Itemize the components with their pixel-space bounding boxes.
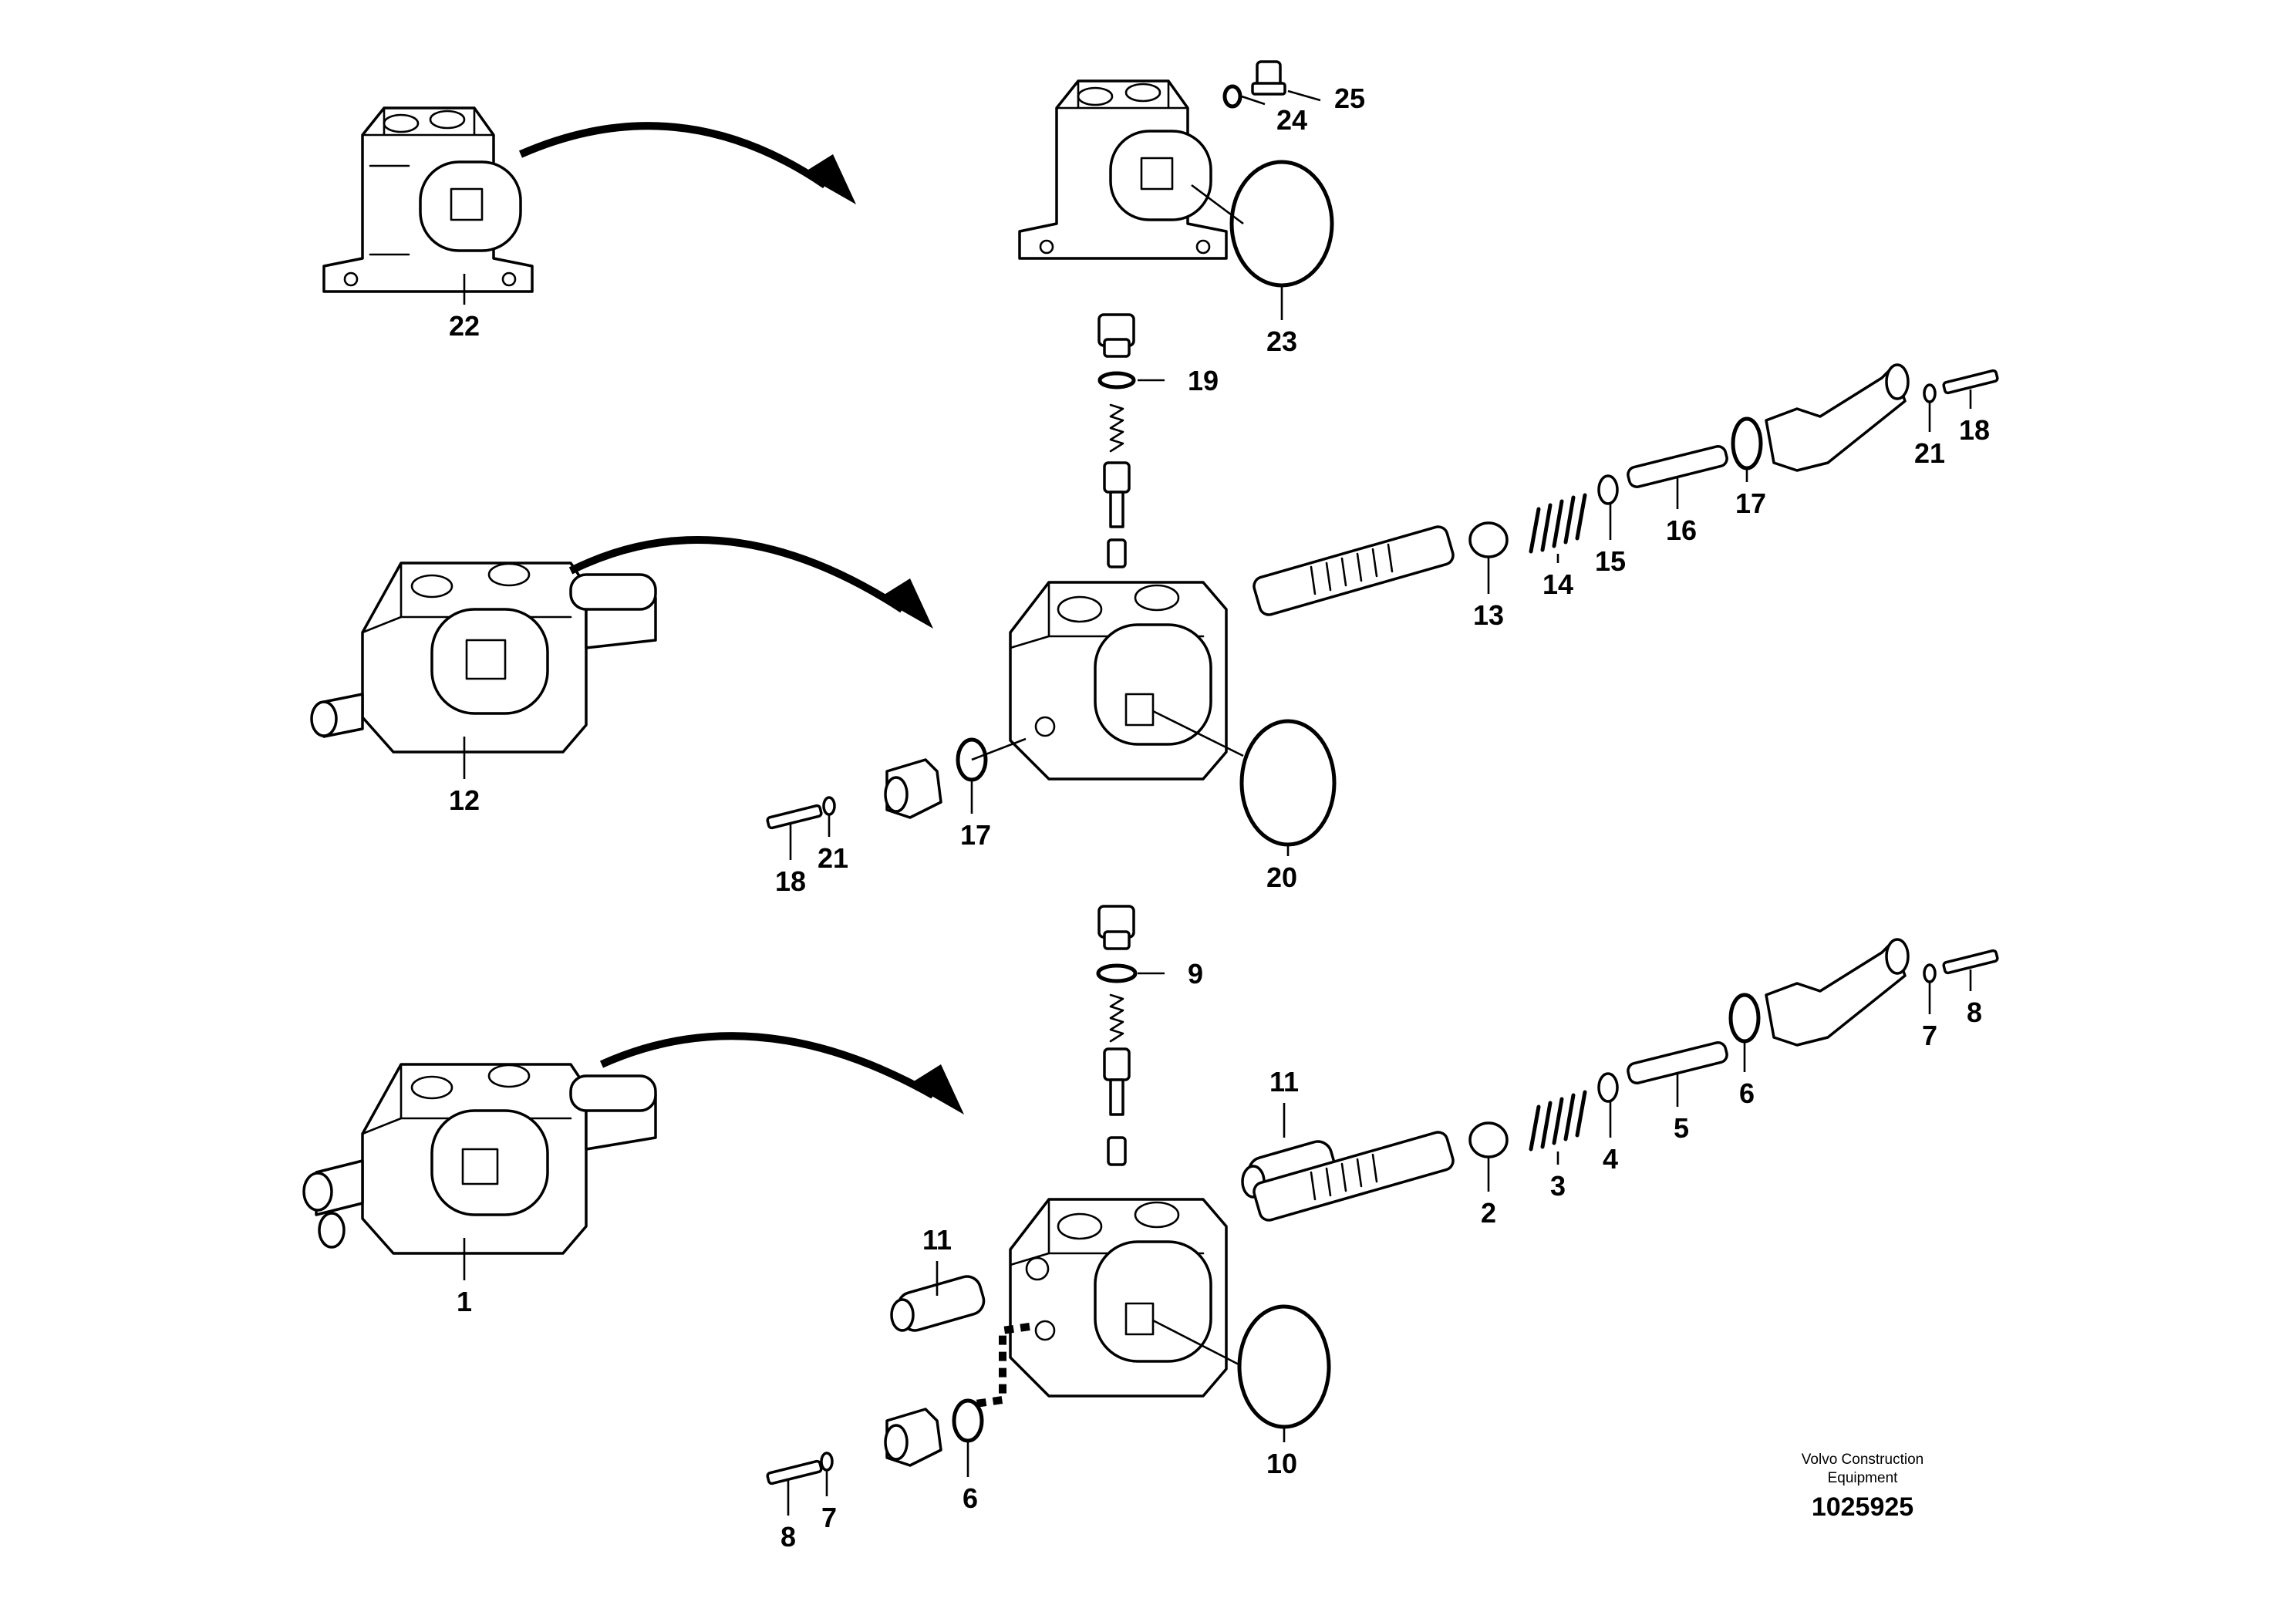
end-section-assembly-22 [1018,79,1228,260]
plug-19 [1097,313,1135,358]
leader-lines [463,89,1972,1516]
o-ring-23 [1229,160,1334,288]
callout-7-lower: 7 [821,1502,837,1533]
callout-17-upper: 17 [1735,487,1766,519]
bolt-8-lower [766,1459,823,1485]
o-ring-24 [1222,84,1242,109]
plug-9 [1097,905,1135,950]
spring-seat-2 [1468,1121,1509,1158]
callout-23: 23 [1266,325,1297,357]
callout-2: 2 [1481,1197,1496,1229]
callout-24: 24 [1276,104,1307,136]
callout-8-upper: 8 [1967,996,1982,1028]
callout-17-lower: 17 [960,819,991,851]
bolt-18-upper [1942,369,1999,395]
callout-16: 16 [1666,514,1697,546]
drawing-number: 1025925 [1812,1492,1913,1522]
callout-5: 5 [1674,1112,1689,1144]
spring-14 [1529,493,1587,554]
washer-7-upper [1923,963,1937,983]
spool-16 [1253,525,1455,616]
spring-3 [1529,1090,1587,1152]
valve-housing-1 [1009,1198,1228,1398]
relief-valve-11-lower [890,1275,986,1332]
callout-11-upper: 11 [1269,1066,1299,1098]
flow-arrow-3 [599,1032,964,1114]
o-ring-6-upper [1728,993,1761,1044]
bolt-5 [1627,1041,1728,1084]
callout-13: 13 [1473,599,1504,631]
callout-19: 19 [1188,365,1219,396]
washer-15 [1597,474,1619,505]
callout-20: 20 [1266,862,1297,893]
callout-1: 1 [457,1286,472,1317]
o-ring-19 [1097,371,1136,389]
callout-14: 14 [1542,568,1573,600]
washer-21-lower [822,796,836,816]
washer-21-upper [1923,383,1937,403]
o-ring-9 [1096,963,1138,983]
callout-4: 4 [1603,1143,1618,1175]
washer-7-lower [820,1452,834,1472]
callout-21-upper: 21 [1914,437,1945,469]
flow-arrow-1 [518,122,856,204]
callout-21-lower: 21 [818,842,848,874]
o-ring-20 [1239,719,1337,847]
callout-10: 10 [1266,1448,1297,1479]
end-cap-lower-left [884,1408,942,1467]
valve-section-1 [302,1063,657,1255]
callout-15: 15 [1595,545,1626,577]
company-line-1: Volvo Construction [1802,1452,1923,1468]
valve-housing-12 [1009,581,1228,781]
callout-11-lower: 11 [922,1224,952,1256]
spring-seat-13 [1468,521,1509,558]
o-ring-17-upper [1731,416,1763,470]
cover-lower [1765,938,1910,1047]
o-ring-6-lower [952,1398,984,1443]
bolt-8-upper [1942,949,1999,975]
company-line-2: Equipment [1828,1470,1899,1486]
end-section-22 [322,106,534,293]
callout-7-upper: 7 [1922,1020,1937,1051]
callout-9: 9 [1188,958,1203,990]
o-ring-10 [1237,1304,1331,1429]
spool-2 [1253,1131,1455,1222]
callout-12: 12 [449,784,480,816]
callout-18-lower: 18 [775,865,806,897]
callout-6-lower: 6 [963,1482,978,1514]
washer-4 [1597,1072,1619,1103]
bolt-18-lower [766,804,823,830]
callout-3: 3 [1550,1170,1566,1202]
plug-25 [1251,60,1286,96]
bolt-16 [1627,445,1728,488]
cover-upper [1765,363,1910,472]
callout-8-lower: 8 [781,1521,796,1553]
callout-25: 25 [1334,83,1365,114]
pilot-spring-9 [1103,993,1131,1166]
callout-6-upper: 6 [1739,1077,1755,1109]
valve-section-12 [310,561,657,754]
end-cap-left [884,758,942,819]
flow-arrow-2 [568,536,933,629]
pilot-spring-19 [1103,403,1131,568]
callout-18-upper: 18 [1959,414,1990,446]
callout-22: 22 [449,310,480,342]
